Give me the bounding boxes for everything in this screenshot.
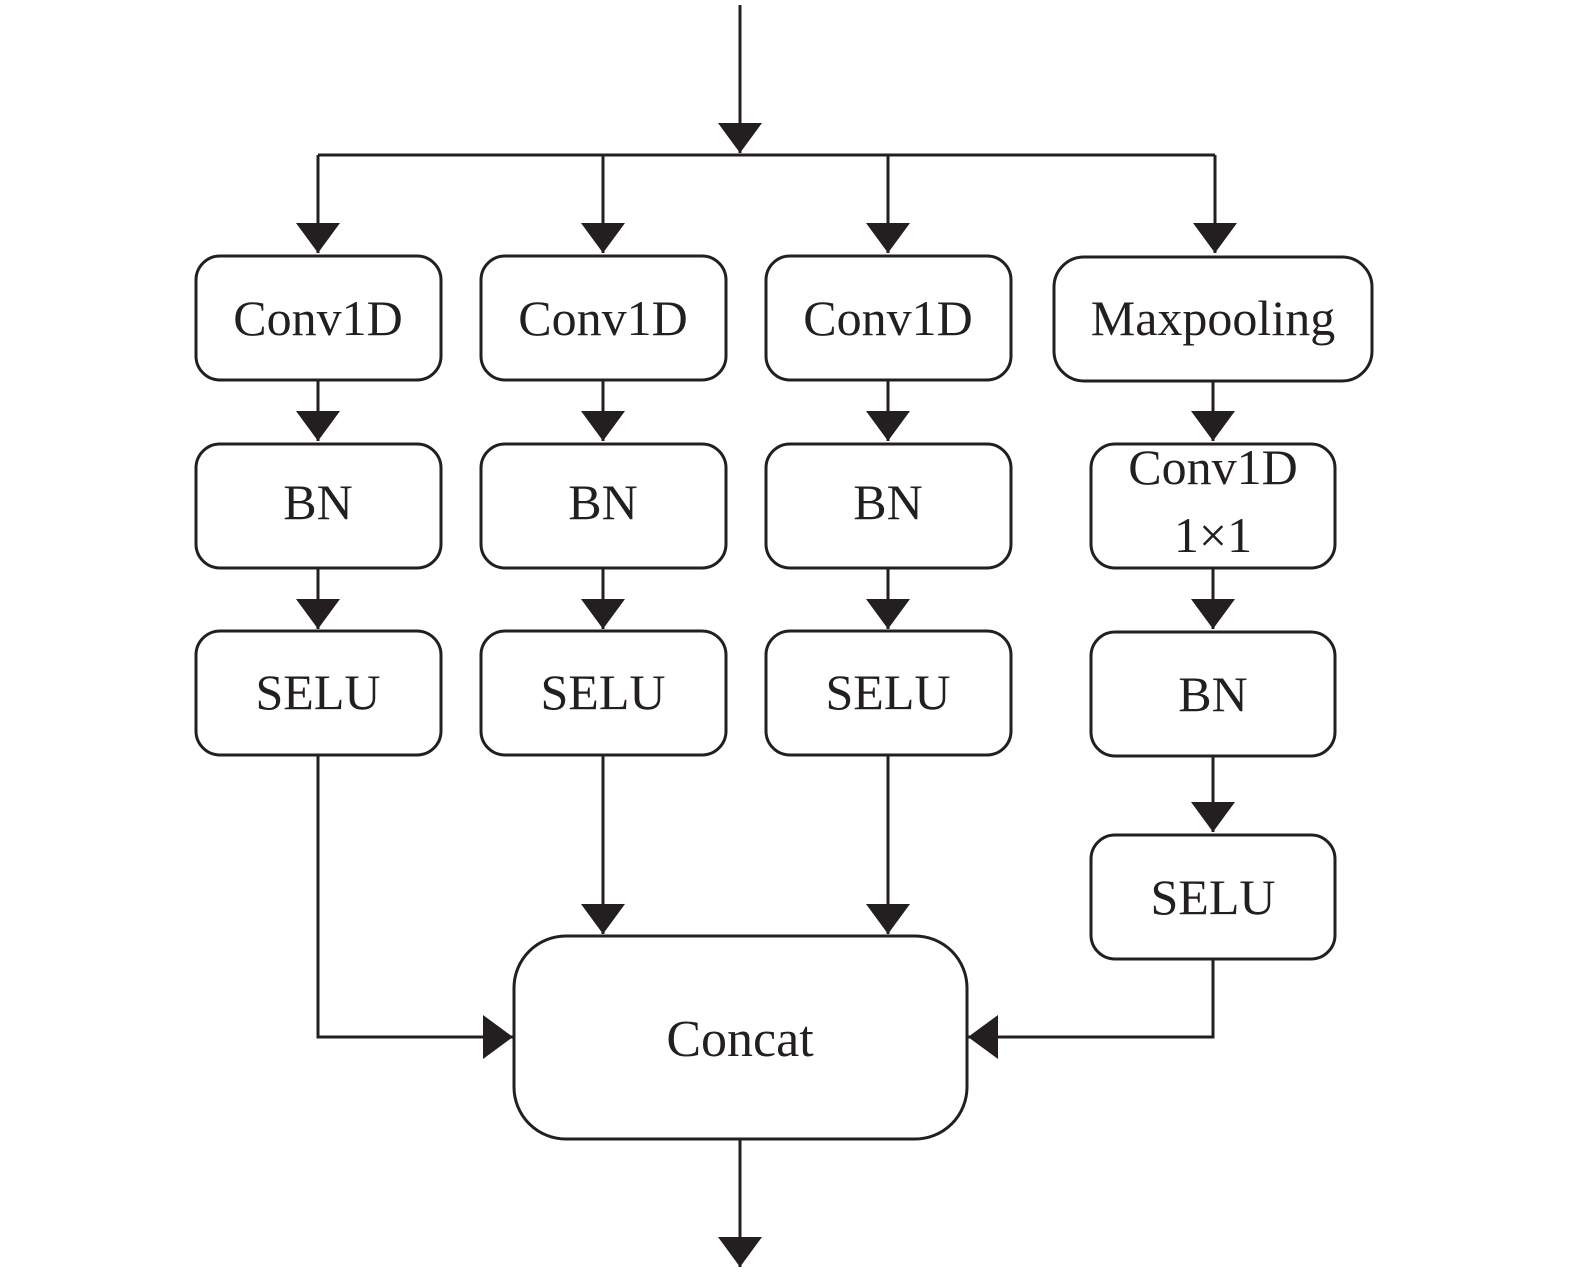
branch2-conv1d-label: Conv1D <box>518 290 687 346</box>
branch4-kernel-size-label: 1×1 <box>1174 507 1252 563</box>
branch-1: Conv1D BN SELU <box>194 254 513 1059</box>
branch-2: Conv1D BN SELU <box>479 254 728 934</box>
branch3-bn-label: BN <box>853 474 922 530</box>
branch1-selu-label: SELU <box>256 664 381 720</box>
branch2-bn-label: BN <box>568 474 637 530</box>
branch-3: Conv1D BN SELU <box>764 254 1013 934</box>
branch4-selu-label: SELU <box>1151 869 1276 925</box>
branch1-bn-label: BN <box>283 474 352 530</box>
branch4-conv1d-label: Conv1D <box>1128 439 1297 495</box>
branch3-selu-label: SELU <box>826 664 951 720</box>
branch4-maxpooling-label: Maxpooling <box>1091 290 1335 346</box>
branch3-conv1d-label: Conv1D <box>803 290 972 346</box>
branch1-conv1d-label: Conv1D <box>233 290 402 346</box>
branch2-selu-label: SELU <box>541 664 666 720</box>
branch-4: Maxpooling Conv1D 1×1 BN SELU <box>968 255 1374 1059</box>
branch1-arrow-to-concat <box>316 755 513 1059</box>
concat-label: Concat <box>666 1011 814 1068</box>
branch4-bn-label: BN <box>1178 666 1247 722</box>
branch4-arrow-to-concat <box>968 959 1215 1059</box>
